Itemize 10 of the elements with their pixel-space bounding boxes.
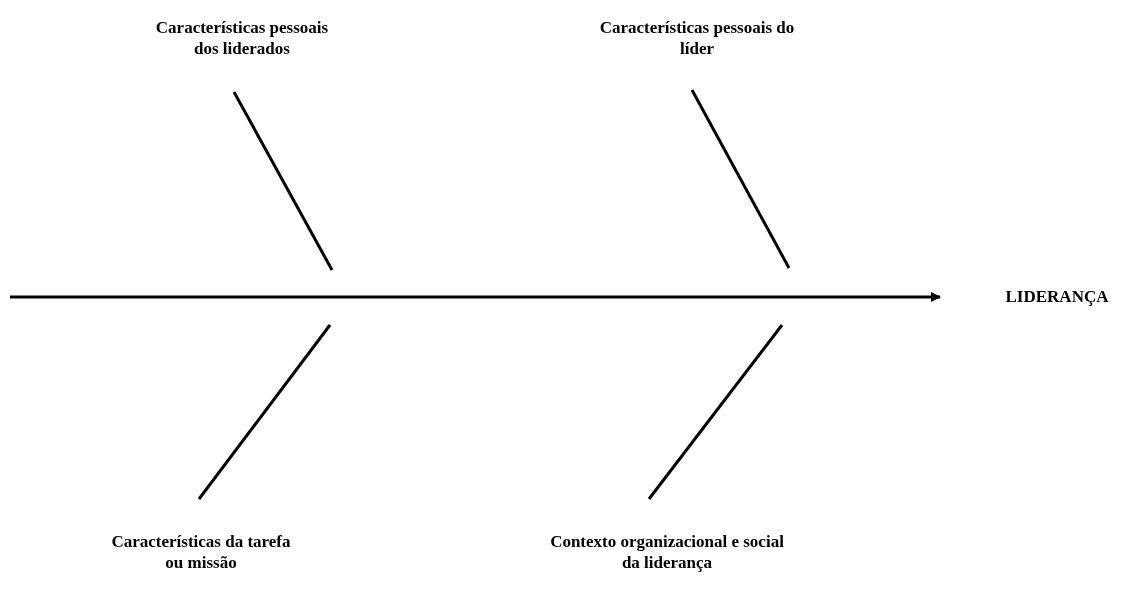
cause-label: Contexto organizacional e social da liderança (547, 531, 787, 573)
cause-label: Características pessoais dos liderados (142, 17, 342, 59)
bone-line (647, 324, 784, 500)
cause-label: Características pessoais do líder (597, 17, 797, 59)
cause-label: Características da tarefa ou missão (101, 531, 301, 573)
effect-label: LIDERANÇA (972, 286, 1142, 307)
bone-line (690, 89, 791, 269)
spine-arrow (10, 292, 941, 302)
bone-line (232, 91, 334, 271)
bone-line (197, 324, 332, 500)
